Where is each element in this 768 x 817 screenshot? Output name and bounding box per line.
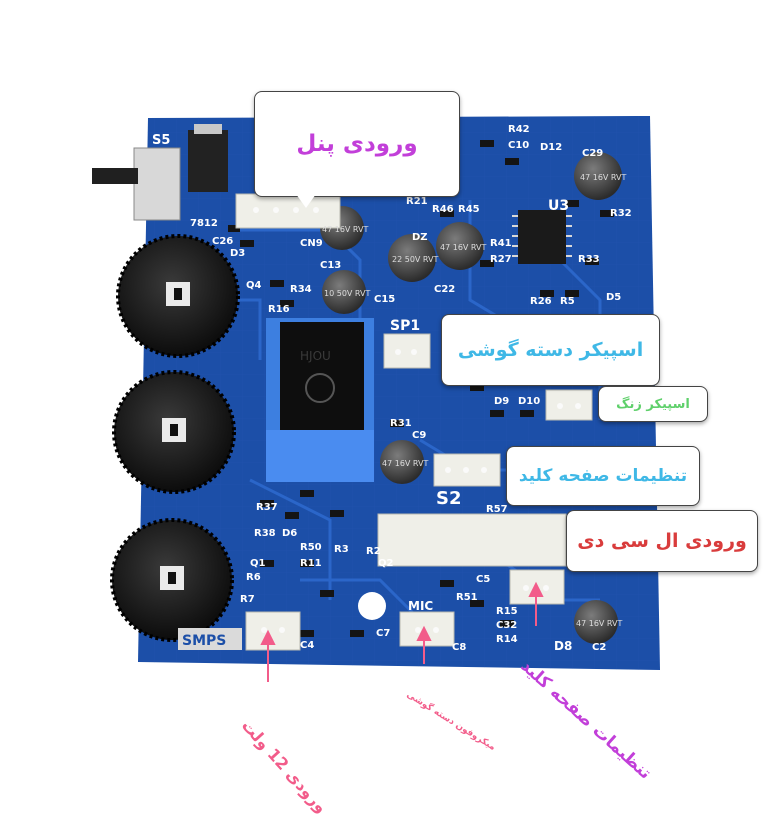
silk-cn9: CN9 (300, 238, 323, 249)
callout-keypad-settings: تنظیمات صفحه کلید (506, 446, 700, 506)
silk-s2: S2 (436, 488, 462, 509)
switch-s5 (133, 147, 181, 221)
silk-r14: R14 (496, 634, 518, 645)
silk-s5: S5 (152, 133, 170, 148)
silk-smps: SMPS (182, 633, 226, 649)
silk-q1: Q1 (250, 558, 266, 569)
silk-c15: C15 (374, 294, 395, 305)
electrolytic-capacitors (320, 152, 622, 644)
silk-c5: C5 (476, 574, 490, 585)
silk-c26: C26 (212, 236, 233, 247)
silk-c22: C22 (434, 284, 455, 295)
cap-label-c15: 10 50V RVT (324, 289, 371, 298)
silk-d5: D5 (606, 292, 621, 303)
silk-r2: R2 (366, 546, 381, 557)
silk-c7: C7 (376, 628, 390, 639)
callout-lcd-input-text: ورودی ال سی دی (577, 530, 747, 552)
cap-label-c13: 47 16V RVT (322, 225, 369, 234)
silk-r3: R3 (334, 544, 349, 555)
ic-u3 (512, 210, 572, 264)
silk-d8: D8 (554, 639, 572, 653)
cap-label-dz: 22 50V RVT (392, 255, 439, 264)
silk-r6: R6 (246, 572, 261, 583)
silk-r50: R50 (300, 542, 322, 553)
silk-c9: C9 (412, 430, 426, 441)
silk-dz: DZ (412, 232, 428, 243)
silk-r15: R15 (496, 606, 518, 617)
silk-r27: R27 (490, 254, 512, 265)
silk-r45: R45 (458, 204, 480, 215)
silk-c32: C32 (496, 620, 517, 631)
silk-r38: R38 (254, 528, 276, 539)
silk-7812: 7812 (190, 218, 218, 229)
silk-r11: R11 (300, 558, 322, 569)
silk-u3: U3 (548, 198, 569, 214)
silk-q2: Q2 (378, 558, 394, 569)
silk-d10: D10 (518, 396, 540, 407)
silk-r21: R21 (406, 196, 428, 207)
mounting-hole (358, 592, 386, 620)
silk-r34: R34 (290, 284, 312, 295)
silk-r5: R5 (560, 296, 575, 307)
silk-sp1: SP1 (390, 318, 420, 334)
silk-c13: C13 (320, 260, 341, 271)
silk-q4: Q4 (246, 280, 262, 291)
silk-r37: R37 (256, 502, 278, 513)
pcb-photo: S5 7812 CN9 C26 D3 Q4 R16 R34 C13 C15 C2… (92, 116, 660, 682)
potentiometer-knobs (110, 234, 240, 642)
silk-c29: C29 (582, 148, 603, 159)
callout-panel-input-text: ورودی پنل (296, 131, 418, 157)
callout-handset-speaker-text: اسپیکر دسته گوشی (457, 339, 644, 361)
cap-label-c29: 47 16V RVT (580, 173, 627, 182)
silk-d3: D3 (230, 248, 245, 259)
transformer-brand: HJOU (300, 349, 331, 363)
silk-r51: R51 (456, 592, 478, 603)
silk-c8: C8 (452, 642, 466, 653)
callout-keypad-settings-text: تنظیمات صفحه کلید (518, 466, 688, 486)
silk-c10: C10 (508, 140, 529, 151)
connector-pins (253, 207, 581, 633)
silk-r31: R31 (390, 418, 412, 429)
silk-r16: R16 (268, 304, 290, 315)
callout-lcd-input: ورودی ال سی دی (566, 510, 758, 572)
silk-r41: R41 (490, 238, 512, 249)
silk-d12: D12 (540, 142, 562, 153)
callout-handset-speaker: اسپیکر دسته گوشی (441, 314, 660, 386)
cap-label-c2: 47 16V RVT (576, 619, 623, 628)
callout-panel-input: ورودی پنل (254, 91, 460, 197)
silk-r57: R57 (486, 504, 508, 515)
silk-c4: C4 (300, 640, 314, 651)
silk-d9: D9 (494, 396, 509, 407)
silk-r33: R33 (578, 254, 600, 265)
silk-d6: D6 (282, 528, 297, 539)
silk-mic: MIC (408, 599, 433, 613)
transformer (266, 318, 374, 482)
silk-c2: C2 (592, 642, 606, 653)
callout-bell-speaker: اسپیکر زنگ (598, 386, 708, 422)
silk-r42: R42 (508, 124, 530, 135)
silk-r32: R32 (610, 208, 632, 219)
cap-label-c9: 47 16V RVT (382, 459, 429, 468)
callout-panel-input-tail (296, 194, 316, 208)
cap-label-c22: 47 16V RVT (440, 243, 487, 252)
regulator-7812 (188, 130, 228, 192)
silk-r7: R7 (240, 594, 255, 605)
annotation-arrows (260, 581, 544, 682)
silk-r26: R26 (530, 296, 552, 307)
callout-bell-speaker-text: اسپیکر زنگ (616, 396, 690, 412)
silk-r46: R46 (432, 204, 454, 215)
